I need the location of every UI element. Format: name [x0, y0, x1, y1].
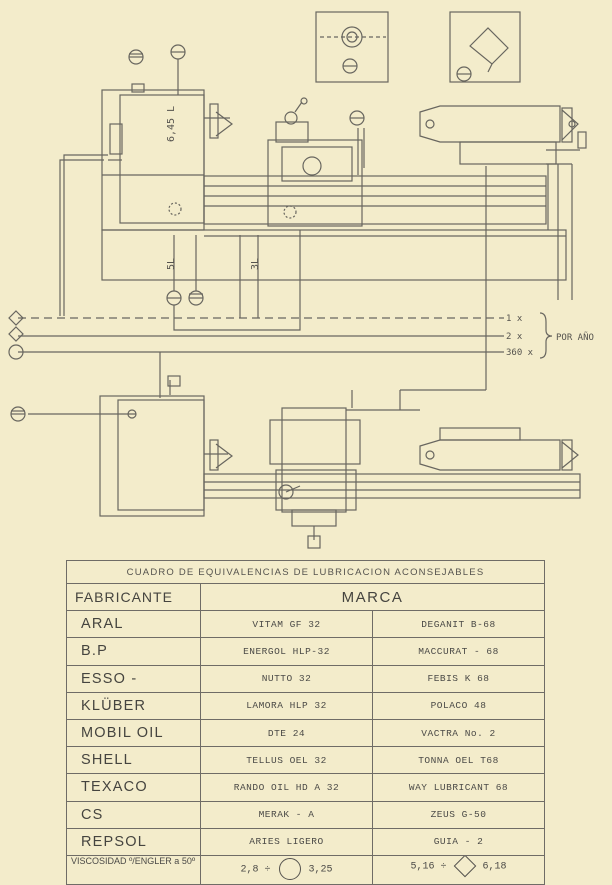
diamond-symbol-icon: [453, 856, 476, 878]
inset-box-level-check: [315, 11, 389, 83]
viscosity-row: VISCOSIDAD º/ENGLER a 50º 2,8 ÷ 3,25 5,16…: [66, 854, 546, 885]
table-row: ESSO - NUTTO 32 FEBIS K 68: [66, 664, 546, 693]
product-cell: GUIA - 2: [371, 827, 546, 856]
oil-qty-headstock-label: 6,45 L: [166, 106, 177, 142]
carriage-apron: [267, 139, 363, 227]
product-cell: MACCURAT - 68: [371, 637, 546, 666]
circle-symbol-icon: [278, 857, 301, 880]
product-cell: TONNA OEL T68: [371, 746, 546, 775]
product-cell: LAMORA HLP 32: [200, 691, 373, 720]
maker-cell: REPSOL: [66, 827, 201, 856]
table-row: REPSOL ARIES LIGERO GUIA - 2: [66, 827, 546, 856]
product-cell: WAY LUBRICANT 68: [371, 773, 546, 802]
product-cell: ENERGOL HLP-32: [200, 637, 373, 666]
maker-cell: CS: [66, 800, 201, 829]
frequency-2-label: 2 x: [506, 332, 523, 342]
tailstock-lower: [419, 439, 561, 471]
inset-box-oil-can: [449, 11, 521, 83]
product-cell: MERAK - A: [200, 800, 373, 829]
viscosity-high-2: 6,18: [482, 861, 507, 873]
table-row: KLÜBER LAMORA HLP 32 POLACO 48: [66, 691, 546, 720]
maker-cell: TEXACO: [66, 773, 201, 802]
product-cell: VITAM GF 32: [200, 610, 373, 639]
lathe-bed-upper: [203, 175, 547, 225]
frequency-group-label: POR AÑO: [556, 332, 594, 343]
viscosity-value-diamond: 5,16 ÷ 6,18: [371, 854, 546, 885]
lathe-bed-lower: [203, 473, 581, 499]
product-cell: DTE 24: [200, 718, 373, 748]
header-brand: MARCA: [199, 582, 546, 612]
frequency-symbol-diamond-2: [8, 326, 24, 342]
table-row: MOBIL OIL DTE 24 VACTRA No. 2: [66, 718, 546, 748]
maker-cell: MOBIL OIL: [66, 718, 201, 748]
product-cell: VACTRA No. 2: [371, 718, 546, 748]
product-cell: POLACO 48: [371, 691, 546, 720]
product-cell: TELLUS OEL 32: [200, 746, 373, 775]
frequency-3-label: 360 x: [506, 348, 534, 358]
product-cell: DEGANIT B-68: [371, 610, 546, 639]
maker-cell: ESSO -: [66, 664, 201, 693]
frequency-symbol-circle: [8, 344, 24, 360]
machine-base-upper: [101, 229, 567, 281]
maker-cell: ARAL: [66, 610, 201, 639]
viscosity-label: VISCOSIDAD º/ENGLER a 50º: [66, 854, 201, 885]
maker-cell: B.P: [66, 637, 201, 666]
table-row: SHELL TELLUS OEL 32 TONNA OEL T68: [66, 746, 546, 775]
viscosity-low-2: 5,16 ÷: [410, 861, 447, 873]
viscosity-high-1: 3,25: [308, 864, 333, 876]
viscosity-value-circle: 2,8 ÷ 3,25: [200, 854, 373, 885]
table-row: CS MERAK - A ZEUS G-50: [66, 800, 546, 829]
table-row: TEXACO RANDO OIL HD A 32 WAY LUBRICANT 6…: [66, 773, 546, 802]
table-row: ARAL VITAM GF 32 DEGANIT B-68: [66, 610, 546, 639]
oil-qty-base-right-label: 3L: [250, 258, 261, 270]
table-title: CUADRO DE EQUIVALENCIAS DE LUBRICACION A…: [65, 560, 546, 584]
product-cell: FEBIS K 68: [371, 664, 546, 693]
carriage-lower: [281, 407, 347, 513]
table-row: B.P ENERGOL HLP-32 MACCURAT - 68: [66, 637, 546, 666]
header-maker: FABRICANTE: [66, 582, 201, 612]
frequency-symbol-diamond-1: [8, 310, 24, 326]
maker-cell: KLÜBER: [66, 691, 201, 720]
product-cell: RANDO OIL HD A 32: [200, 773, 373, 802]
maker-cell: SHELL: [66, 746, 201, 775]
tailstock-upper: [419, 105, 561, 143]
lathe-lubrication-diagram: 6,45 L 5L 3L 1 x 2 x 360 x POR AÑO: [8, 11, 594, 549]
frequency-1-label: 1 x: [506, 314, 523, 324]
product-cell: ZEUS G-50: [371, 800, 546, 829]
product-cell: ARIES LIGERO: [200, 827, 373, 856]
oil-qty-base-left-label: 5L: [166, 258, 177, 270]
lubrication-equivalence-table: CUADRO DE EQUIVALENCIAS DE LUBRICACION A…: [65, 560, 546, 885]
viscosity-low-1: 2,8 ÷: [240, 864, 271, 876]
product-cell: NUTTO 32: [200, 664, 373, 693]
